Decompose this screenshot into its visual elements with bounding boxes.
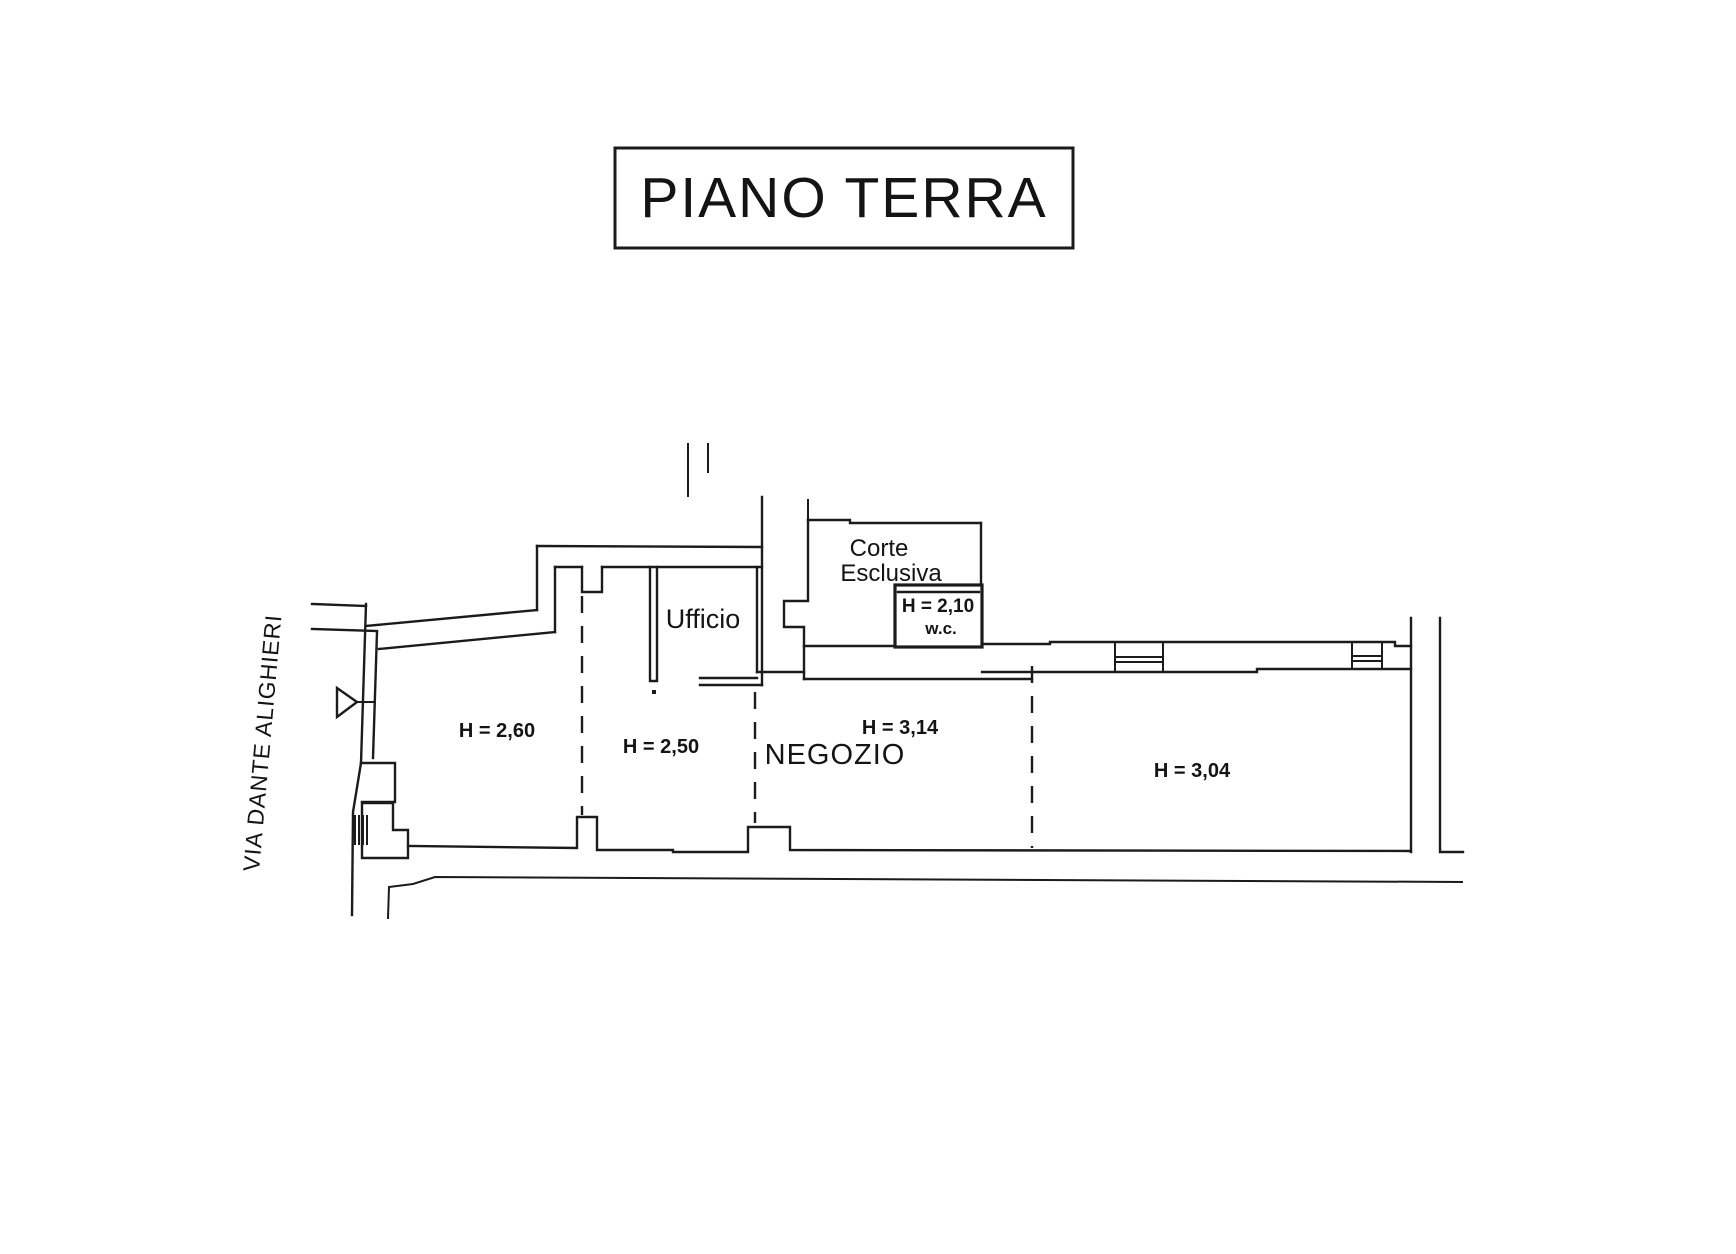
upper-walls <box>364 544 764 651</box>
title-box-border <box>613 146 1075 250</box>
height-label-wc: H = 2,10 <box>902 596 974 617</box>
right-walls <box>1409 616 1465 854</box>
entrance-arrow-icon <box>335 685 374 720</box>
window-symbol <box>1351 641 1383 670</box>
room-label-negozio: NEGOZIO <box>765 739 906 771</box>
street-label: VIA DANTE ALIGHIERI <box>238 613 286 872</box>
wall-pier-blocks <box>359 761 410 860</box>
room-label-wc: w.c. <box>924 619 957 638</box>
height-label-left-room: H = 2,60 <box>459 720 535 742</box>
page-title: PIANO TERRA <box>640 166 1047 230</box>
room-label-corte-line2: Esclusiva <box>840 560 942 587</box>
street-curb-lines <box>386 875 1464 920</box>
window-symbol <box>1114 641 1164 673</box>
title-block: PIANO TERRA <box>613 146 1075 250</box>
height-label-middle-room: H = 2,50 <box>623 736 699 758</box>
steps-hatch <box>354 815 368 845</box>
height-label-right-room: H = 3,04 <box>1154 760 1231 782</box>
corte-esclusiva-walls <box>806 518 983 587</box>
passage-walls <box>698 495 1034 687</box>
left-exterior-wall <box>310 602 379 917</box>
room-label-corte-line1: Corte <box>850 535 909 562</box>
wc-box <box>893 583 984 649</box>
door-dot <box>652 690 656 694</box>
height-label-negozio: H = 3,14 <box>862 717 939 739</box>
room-label-ufficio: Ufficio <box>666 604 741 634</box>
south-wall <box>406 815 1413 854</box>
ufficio-partition-wall <box>648 565 659 694</box>
street-label-group: VIA DANTE ALIGHIERI <box>238 613 286 872</box>
north-wall-band <box>980 640 1413 674</box>
boundary-tick-lines <box>687 443 809 548</box>
